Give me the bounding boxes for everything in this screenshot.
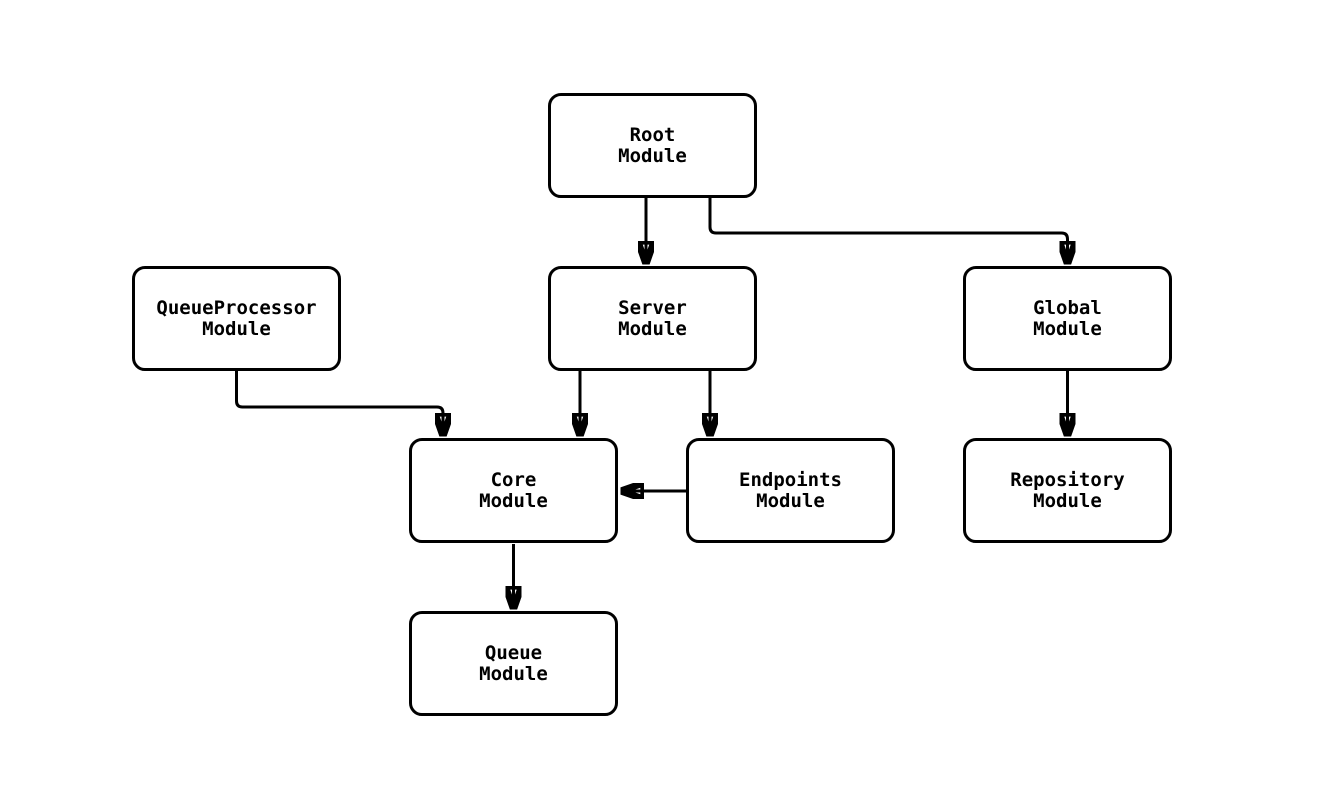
node-endpoints-module-label: Endpoints Module — [739, 468, 842, 512]
node-core-module-label: Core Module — [479, 468, 548, 512]
node-queue-module-label: Queue Module — [479, 641, 548, 685]
node-repository-module: Repository Module — [963, 438, 1172, 543]
node-queue-module: Queue Module — [409, 611, 618, 716]
node-server-module: Server Module — [548, 266, 757, 371]
node-queueprocessor-module-label: QueueProcessor Module — [156, 296, 317, 340]
node-root-module: Root Module — [548, 93, 757, 198]
node-core-module: Core Module — [409, 438, 618, 543]
node-repository-module-label: Repository Module — [1010, 468, 1125, 512]
node-root-module-label: Root Module — [618, 123, 687, 167]
node-endpoints-module: Endpoints Module — [686, 438, 895, 543]
edge-queueprocessor-to-core-arrow — [235, 371, 444, 434]
node-global-module-label: Global Module — [1033, 296, 1102, 340]
node-server-module-label: Server Module — [618, 296, 687, 340]
edge-root-to-global-arrow — [708, 198, 1068, 262]
node-queueprocessor-module: QueueProcessor Module — [132, 266, 341, 371]
node-global-module: Global Module — [963, 266, 1172, 371]
